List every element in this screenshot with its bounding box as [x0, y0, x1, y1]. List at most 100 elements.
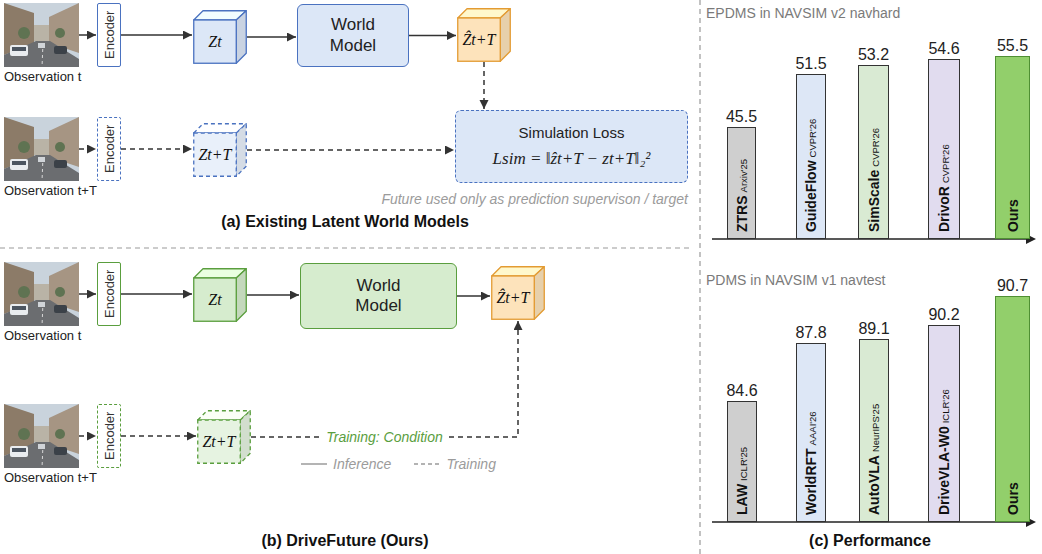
- rotated-text: Encoder: [101, 11, 117, 59]
- latent-symbol: Zt+T: [198, 146, 231, 164]
- loss-formula: Lsim = ‖ẑt+T − zt+T‖₂²: [493, 149, 651, 169]
- image-caption: Observation t+T: [4, 470, 97, 485]
- cube-front: [458, 18, 501, 61]
- cube-face: Zt+T: [193, 133, 237, 177]
- cube-side: [236, 269, 246, 322]
- bar-value: 53.2: [858, 46, 889, 64]
- encoder-box: Encoder: [97, 117, 121, 181]
- latent-symbol: Zt: [208, 291, 221, 309]
- method-name: DriveVLA-W0: [936, 426, 952, 515]
- arrow-connector: [247, 149, 454, 151]
- venue-tag: CVPR'26: [807, 119, 818, 158]
- street-photo: [4, 3, 79, 67]
- cube-front: [194, 20, 237, 63]
- cube-side: [534, 267, 544, 320]
- encoder-label: Encoder: [102, 412, 117, 460]
- chart-title: EPDMS in NAVSIM v2 navhard: [706, 5, 900, 21]
- arrow-connector: [79, 34, 96, 36]
- venue-tag: ICLR'25: [738, 447, 749, 481]
- bar-value: 45.5: [726, 108, 757, 126]
- method-name: DrivoR: [936, 186, 952, 232]
- method-name: Ours: [1005, 199, 1021, 232]
- latent-cube: Zt+T: [197, 410, 251, 464]
- cube-side: [500, 9, 510, 62]
- rotated-text: LAWICLR'25: [734, 447, 750, 515]
- legend-line-sample: [300, 459, 328, 469]
- result-bar: 55.5Ours: [995, 56, 1030, 239]
- rotated-text: Encoder: [101, 125, 117, 173]
- arrow-connector: [247, 294, 299, 296]
- arrow-connector: [483, 62, 485, 109]
- cube-face: Zt+T: [197, 420, 241, 464]
- street-scene: [4, 117, 79, 181]
- encoder-label: Encoder: [102, 125, 117, 173]
- cube-front: [194, 133, 237, 176]
- arrow-connector: [121, 148, 192, 150]
- cube-face: Ẑt+T: [491, 276, 535, 320]
- rotated-text: WorldRFTAAAI'26: [803, 411, 819, 515]
- box-label: World Model: [333, 276, 425, 317]
- rotated-text: DrivoR CVPR'26: [936, 144, 952, 232]
- arrow-connector: [251, 321, 518, 437]
- box-heading: Simulation Loss: [519, 124, 625, 141]
- bar-value: 84.6: [726, 382, 757, 400]
- method-name: AutoVLA: [866, 455, 882, 515]
- result-bar: 84.6LAWICLR'25: [727, 401, 757, 522]
- arrow-connector: [457, 295, 490, 297]
- arrow-connector: [79, 435, 96, 437]
- result-bar: 45.5ZTRSArxiv'25: [727, 127, 756, 239]
- rotated-text: AutoVLA NeurIPS'25: [866, 404, 882, 515]
- legend: InferenceTraining: [300, 456, 518, 472]
- method-name: ZTRS: [734, 195, 750, 232]
- world-model-box: World Model: [300, 263, 457, 329]
- encoder-box: Encoder: [97, 404, 121, 468]
- bar-value: 87.8: [795, 324, 826, 342]
- latent-symbol: Ẑt+T: [496, 289, 529, 307]
- panel-caption: (c) Performance: [809, 532, 931, 550]
- rotated-text: Encoder: [101, 270, 117, 318]
- arrow-connector: [121, 34, 192, 36]
- cube-face: Zt: [193, 278, 237, 322]
- cube-front: [198, 420, 241, 463]
- image-caption: Observation t+T: [4, 183, 97, 198]
- bar-value: 54.6: [928, 40, 959, 58]
- encoder-label: Encoder: [102, 11, 117, 59]
- arrow-connector: [247, 36, 296, 38]
- panel-caption: (b) DriveFuture (Ours): [261, 532, 428, 550]
- panel-separator: [0, 247, 690, 248]
- rotated-text: Encoder: [101, 412, 117, 460]
- cube-side: [236, 11, 246, 64]
- observation-image: Observation t: [4, 262, 79, 326]
- legend-line: [414, 463, 440, 465]
- rotated-text: Ours: [1005, 482, 1021, 515]
- bar-value: 90.7: [997, 277, 1028, 295]
- legend-line-sample: [413, 459, 441, 469]
- observation-image: Observation t: [4, 3, 79, 67]
- arrow-connector: [121, 435, 196, 437]
- venue-tag: CVPR'26: [940, 144, 951, 183]
- cube-side: [236, 124, 246, 177]
- arrow-connector: [409, 35, 456, 37]
- result-bar: 90.7Ours: [995, 296, 1030, 522]
- venue-tag: CVPR'26: [870, 128, 881, 167]
- panel-separator: [699, 0, 700, 554]
- street-photo: [4, 117, 79, 181]
- result-bar: 53.2SimScaleCVPR'26: [858, 65, 889, 239]
- street-scene: [4, 3, 79, 67]
- street-photo: [4, 404, 79, 468]
- latent-symbol: Zt: [208, 33, 221, 51]
- box-label: World Model: [307, 15, 399, 56]
- result-bar: 90.2DriveVLA-W0ICLR'26: [928, 325, 960, 522]
- arrow-connector: [79, 148, 96, 150]
- venue-tag: NeurIPS'25: [870, 404, 881, 452]
- cube-front: [492, 276, 535, 319]
- rotated-text: SimScaleCVPR'26: [866, 128, 882, 232]
- encoder-label: Encoder: [102, 270, 117, 318]
- cube-face: Zt: [193, 20, 237, 64]
- latent-cube: Zt: [193, 10, 247, 64]
- arrow-connector: [121, 293, 192, 295]
- venue-tag: Arxiv'25: [738, 159, 749, 193]
- cube-face: Ẑt+T: [457, 18, 501, 62]
- method-name: Ours: [1005, 482, 1021, 515]
